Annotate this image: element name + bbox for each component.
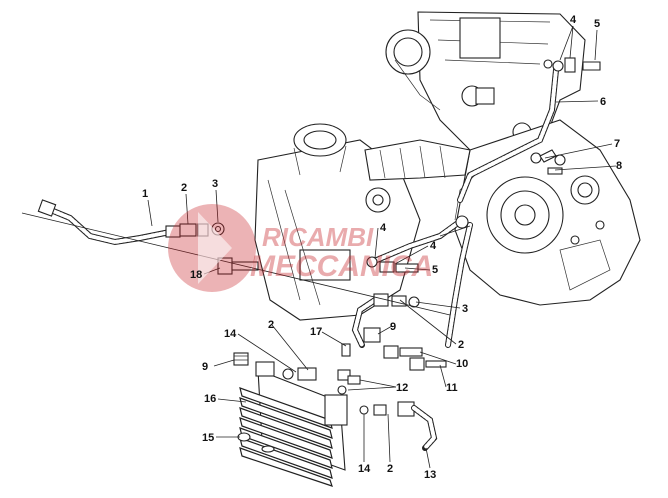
oil-cooler-radiator: [239, 361, 348, 487]
callout-8: 8: [616, 160, 622, 172]
callout-7: 7: [614, 138, 620, 150]
callout-3: 3: [462, 303, 468, 315]
lower-right-fittings: [351, 293, 447, 371]
callout-9: 9: [390, 321, 396, 333]
callout-2: 2: [181, 182, 187, 194]
watermark-line1: RICAMBI: [262, 222, 374, 252]
crankcase: [454, 119, 641, 306]
callout-17: 17: [310, 326, 322, 338]
callout-2: 2: [387, 463, 393, 475]
cooler-fittings: [233, 343, 438, 451]
callout-16: 16: [204, 393, 216, 405]
callout-5: 5: [594, 18, 600, 30]
watermark-logo: RICAMBI MECCANICA: [168, 204, 433, 292]
callout-10: 10: [456, 358, 468, 370]
callout-2: 2: [458, 339, 464, 351]
callout-15: 15: [202, 432, 214, 444]
callout-9: 9: [202, 361, 208, 373]
rear-cylinder-head: [385, 11, 586, 161]
callout-3: 3: [212, 178, 218, 190]
callout-2: 2: [268, 319, 274, 331]
watermark-line2: MECCANICA: [250, 250, 433, 283]
callout-5: 5: [432, 264, 438, 276]
callout-4: 4: [570, 14, 577, 26]
callout-4: 4: [380, 222, 387, 234]
callout-6: 6: [600, 96, 606, 108]
callout-labels: 1 2 3 4 5 6 7 8 4 4 5 3 2 9 10 11 12 14 …: [142, 14, 622, 481]
callout-18: 18: [190, 269, 202, 281]
callout-1: 1: [142, 188, 148, 200]
callout-12: 12: [396, 382, 408, 394]
leader-lines: [21, 25, 617, 469]
callout-4: 4: [430, 240, 437, 252]
callout-13: 13: [424, 469, 436, 481]
callout-14: 14: [224, 328, 237, 340]
callout-11: 11: [446, 382, 458, 394]
front-cylinder-head: [254, 123, 471, 321]
callout-14: 14: [358, 463, 371, 475]
upper-oil-line: [445, 57, 601, 348]
